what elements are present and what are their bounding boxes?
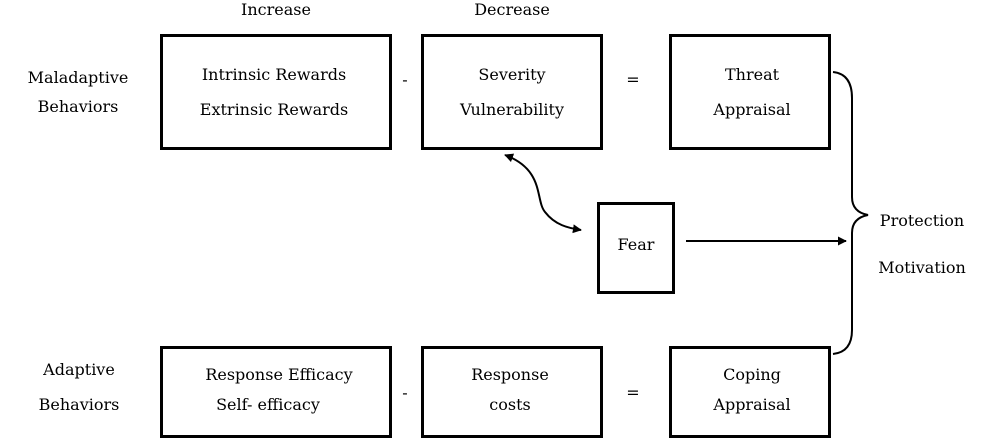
coping-appraisal-text: Appraisal xyxy=(713,395,791,414)
severity-text: Severity xyxy=(478,65,546,84)
extrinsic-rewards-text: Extrinsic Rewards xyxy=(199,100,349,119)
rewards-box xyxy=(160,34,392,150)
minus-sign-top: - xyxy=(402,70,408,89)
threat-text: Threat xyxy=(724,65,780,84)
intrinsic-rewards-text: Intrinsic Rewards xyxy=(201,65,347,84)
decrease-header: Decrease xyxy=(474,0,550,19)
coping-text: Coping xyxy=(723,365,781,384)
response-text: Response xyxy=(471,365,549,384)
response-efficacy-box xyxy=(160,346,392,438)
severity-fear-double-arrow xyxy=(504,153,582,234)
coping-appraisal-box xyxy=(669,346,831,438)
increase-header: Increase xyxy=(241,0,311,19)
self-efficacy-text: Self- efficacy xyxy=(216,395,320,414)
maladaptive-label: Maladaptive xyxy=(27,68,129,87)
maladaptive-behaviors-label: Behaviors xyxy=(37,97,119,116)
fear-text: Fear xyxy=(617,235,655,254)
response-costs-box xyxy=(421,346,603,438)
adaptive-behaviors-label: Behaviors xyxy=(38,395,120,414)
motivation-text: Motivation xyxy=(878,258,966,277)
vulnerability-text: Vulnerability xyxy=(460,100,564,119)
appraisal-curly-brace xyxy=(832,71,869,355)
threat-appraisal-box xyxy=(669,34,831,150)
costs-text: costs xyxy=(489,395,531,414)
adaptive-label: Adaptive xyxy=(43,360,115,379)
fear-box xyxy=(597,202,675,294)
equals-sign-bottom: = xyxy=(626,383,640,402)
minus-sign-bottom: - xyxy=(402,383,408,402)
protection-text: Protection xyxy=(879,211,965,230)
equals-sign-top: = xyxy=(626,70,640,89)
response-efficacy-text: Response Efficacy xyxy=(205,365,353,384)
severity-vulnerability-box xyxy=(421,34,603,150)
threat-appraisal-text: Appraisal xyxy=(713,100,791,119)
